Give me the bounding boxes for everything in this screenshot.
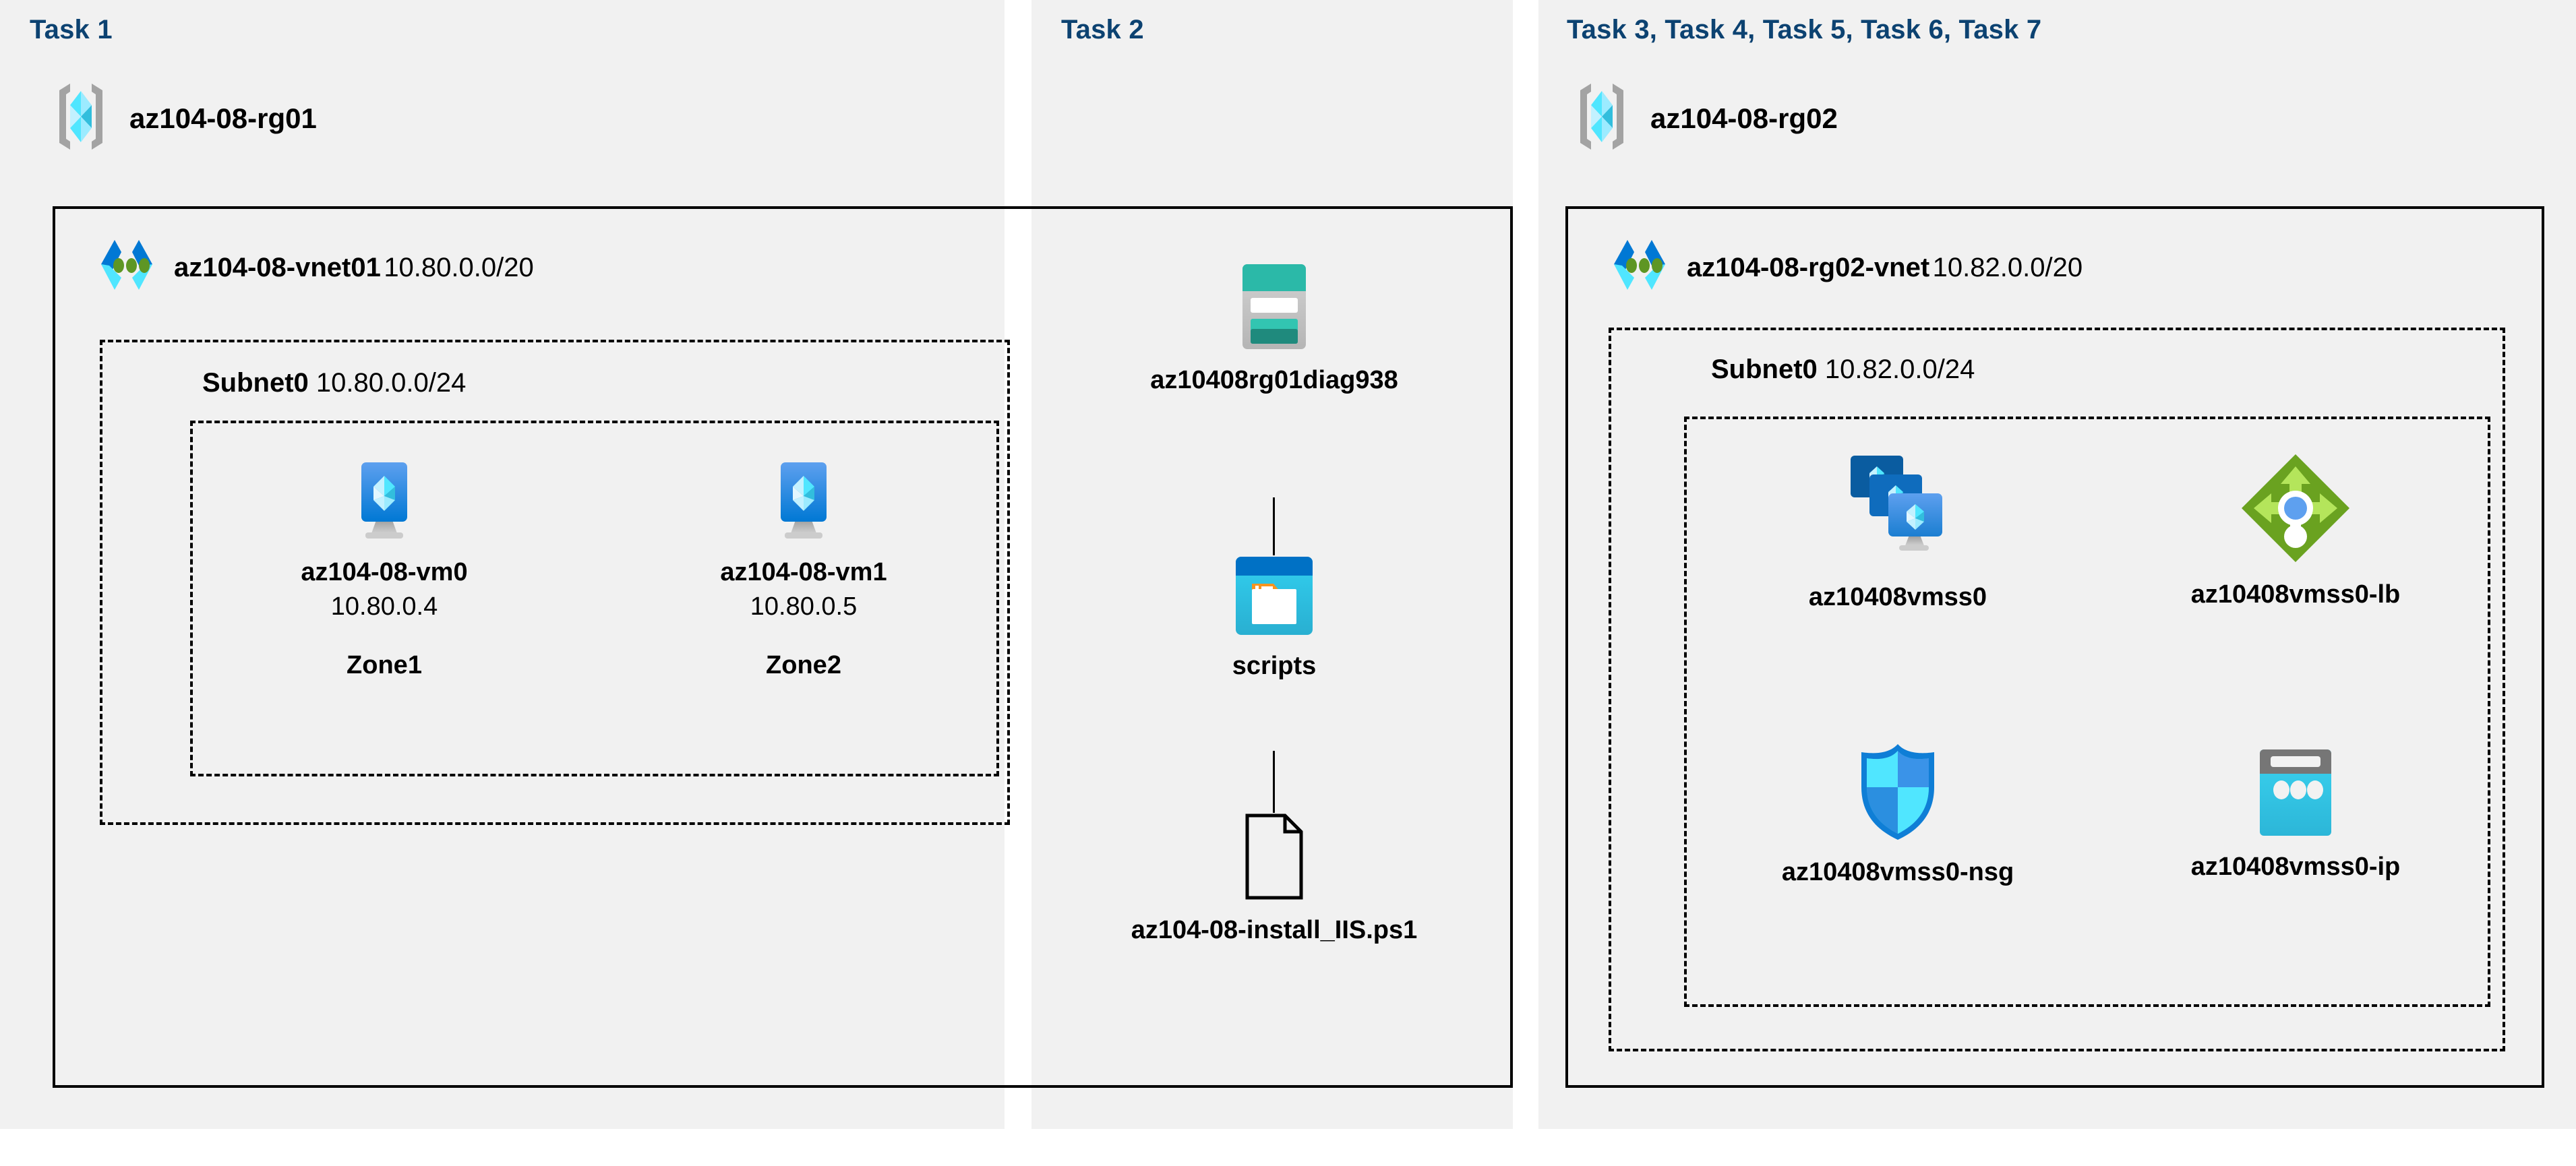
public-ip-label: az10408vmss0-ip (2190, 853, 2401, 881)
virtual-network-icon (94, 237, 159, 299)
task1-zones-box (190, 421, 999, 776)
task1-resource-group[interactable]: az104-08-rg01 (50, 80, 317, 157)
task3-resources-box (1684, 417, 2490, 1007)
task3-subnet-label: Subnet0 10.82.0.0/24 (1711, 355, 1975, 385)
virtual-machine-icon (766, 458, 841, 546)
task3-vnet-name: az104-08-rg02-vnet (1687, 253, 1930, 282)
resource-group-icon (1571, 80, 1633, 157)
nsg-label: az10408vmss0-nsg (1781, 858, 2014, 886)
public-ip-address-icon (2248, 748, 2343, 840)
blob-container-label: scripts (1232, 652, 1317, 680)
connector-storage-to-container (1273, 497, 1275, 555)
task1-vnet-cidr: 10.80.0.0/20 (384, 253, 534, 282)
file-document-icon (1240, 813, 1308, 904)
storage-account-label: az10408rg01diag938 (1150, 366, 1398, 394)
vm-node-az104-08-vm0[interactable]: az104-08-vm0 10.80.0.4 Zone1 (283, 458, 485, 680)
resource-group-icon (50, 80, 112, 157)
task2-heading: Task 2 (1061, 15, 1144, 44)
task3-subnet-box (1609, 328, 2505, 1051)
connector-container-to-file (1273, 751, 1275, 813)
task1-vnet-header[interactable]: az104-08-vnet01 10.80.0.0/20 (94, 237, 534, 299)
task3-subnet-name: Subnet0 (1711, 355, 1818, 384)
blob-container-icon (1234, 555, 1314, 640)
task1-vnet-box (53, 206, 1513, 1088)
task1-subnet-cidr: 10.80.0.0/24 (316, 368, 467, 398)
load-balancer-node[interactable]: az10408vmss0-lb (2144, 452, 2447, 609)
vmss-label: az10408vmss0 (1808, 583, 1987, 611)
load-balancer-icon (2239, 452, 2352, 568)
vm0-name: az104-08-vm0 (301, 558, 468, 586)
vm1-name: az104-08-vm1 (720, 558, 887, 586)
vm-node-az104-08-vm1[interactable]: az104-08-vm1 10.80.0.5 Zone2 (702, 458, 905, 680)
task3-vnet-box (1565, 206, 2544, 1088)
load-balancer-label: az10408vmss0-lb (2190, 580, 2401, 609)
task1-subnet-box (100, 340, 1010, 825)
vm0-zone: Zone1 (347, 651, 422, 679)
virtual-machine-icon (347, 458, 422, 546)
task3-vnet-header[interactable]: az104-08-rg02-vnet 10.82.0.0/20 (1607, 237, 2083, 299)
task1-resource-group-label: az104-08-rg01 (129, 102, 317, 134)
vm1-zone: Zone2 (766, 651, 841, 679)
task1-subnet-name: Subnet0 (202, 368, 309, 398)
vm1-ip: 10.80.0.5 (750, 592, 858, 621)
vm0-ip: 10.80.0.4 (330, 592, 438, 621)
public-ip-node[interactable]: az10408vmss0-ip (2144, 748, 2447, 882)
storage-account-node[interactable]: az10408rg01diag938 (1126, 263, 1422, 395)
script-file-label: az104-08-install_IIS.ps1 (1131, 916, 1418, 944)
storage-account-icon (1211, 263, 1338, 354)
network-security-group-icon (1853, 741, 1942, 846)
vmss-node[interactable]: az10408vmss0 (1753, 452, 2043, 612)
task1-subnet-label: Subnet0 10.80.0.0/24 (202, 368, 466, 398)
task3-resource-group-label: az104-08-rg02 (1650, 102, 1838, 134)
virtual-network-icon (1607, 237, 1672, 299)
task3-heading: Task 3, Task 4, Task 5, Task 6, Task 7 (1567, 15, 2042, 44)
task3-vnet-cidr: 10.82.0.0/20 (1932, 253, 2083, 282)
vm-scale-set-icon (1845, 452, 1950, 571)
task1-heading: Task 1 (30, 15, 113, 44)
nsg-node[interactable]: az10408vmss0-nsg (1739, 741, 2056, 887)
task1-vnet-name: az104-08-vnet01 (174, 253, 381, 282)
task3-subnet-cidr: 10.82.0.0/24 (1824, 355, 1975, 384)
script-file-node[interactable]: az104-08-install_IIS.ps1 (1079, 813, 1470, 945)
task3-resource-group[interactable]: az104-08-rg02 (1571, 80, 1838, 157)
blob-container-node[interactable]: scripts (1126, 555, 1422, 681)
